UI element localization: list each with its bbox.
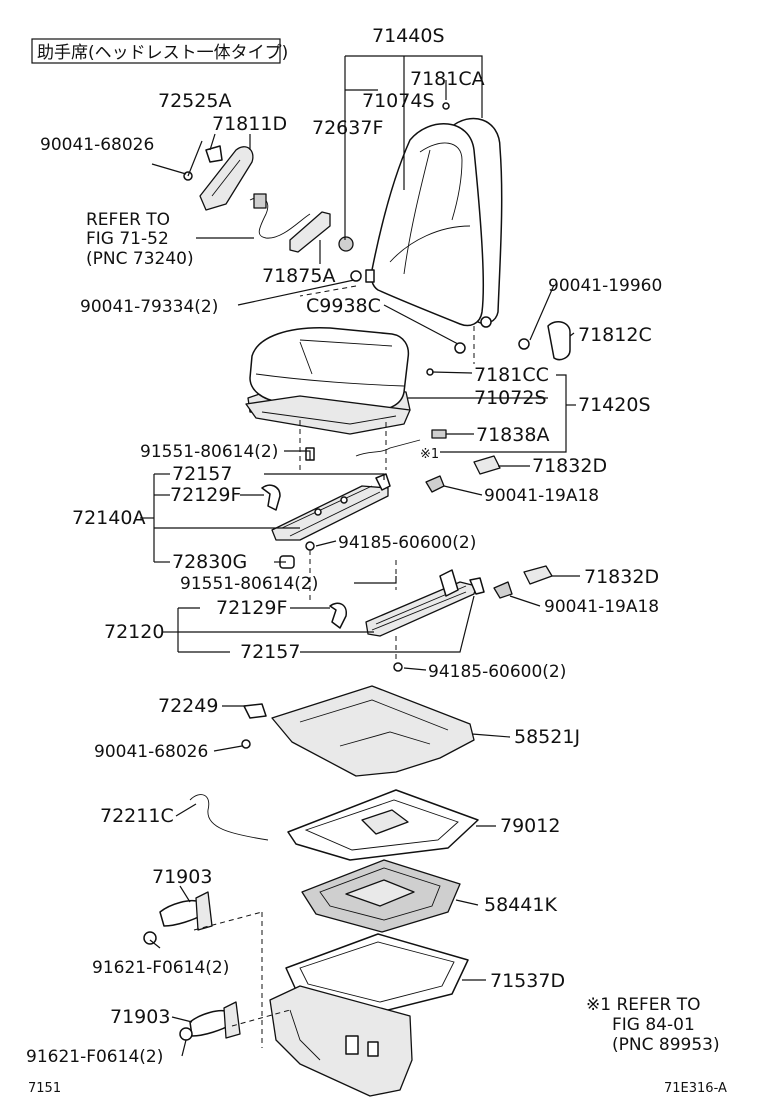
lever-71903-upper (143, 891, 213, 945)
footer-right-code: 71E316-A (664, 1081, 727, 1096)
dashed-guides (193, 285, 475, 1048)
note-refer-line3: (PNC 89953) (612, 1035, 720, 1055)
label-71875A: 71875A (262, 265, 335, 287)
label-7181CC: 7181CC (474, 364, 549, 386)
label-refer-line1: REFER TO (86, 210, 170, 230)
label-71074S: 71074S (362, 90, 435, 112)
leader-lines (140, 55, 580, 1057)
misc-parts-back (338, 102, 571, 376)
label-90041-19960: 90041-19960 (548, 276, 662, 296)
note-refer-line1: ※1 REFER TO (586, 995, 701, 1015)
label-72129F-b: 72129F (216, 597, 287, 619)
label-90041-68026-top: 90041-68026 (40, 135, 154, 155)
part-labels: 71440S 7181CA 71074S 72525A 71811D 72637… (26, 25, 727, 1096)
label-91551-80614-a: 91551-80614(2) (140, 442, 278, 462)
label-71903-b: 71903 (110, 1006, 170, 1028)
label-72157-a: 72157 (172, 463, 232, 485)
label-7181CA: 7181CA (410, 68, 485, 90)
seat-track-lower (329, 565, 553, 672)
label-71811D: 71811D (212, 113, 287, 135)
label-90041-68026-b: 90041-68026 (94, 742, 208, 762)
label-71420S: 71420S (578, 394, 651, 416)
label-58521J: 58521J (514, 726, 580, 748)
label-90041-79334: 90041-79334(2) (80, 297, 218, 317)
seat-back-assembly (370, 117, 503, 328)
label-72120: 72120 (104, 621, 164, 643)
label-91551-80614-b: 91551-80614(2) (180, 574, 318, 594)
label-72525A: 72525A (158, 90, 231, 112)
label-72830G: 72830G (172, 551, 247, 573)
label-refer-line3: (PNC 73240) (86, 249, 194, 269)
label-71072S: 71072S (474, 387, 547, 409)
header-note-text: 助手席(ヘッドレスト一体タイプ) (37, 43, 288, 63)
label-71812C: 71812C (578, 324, 652, 346)
label-71832D-b: 71832D (584, 566, 659, 588)
cushion-pan-58521J (241, 685, 475, 777)
label-71838A: 71838A (476, 424, 549, 446)
base-58441K (301, 859, 461, 933)
label-72637F: 72637F (312, 117, 383, 139)
seat-track-upper (261, 473, 445, 569)
label-refer-line2: FIG 71-52 (86, 229, 169, 249)
label-58441K: 58441K (484, 894, 557, 916)
label-71440S: 71440S (372, 25, 445, 47)
label-72249: 72249 (158, 695, 218, 717)
label-94185-60600-b: 94185-60600(2) (428, 662, 566, 682)
label-79012: 79012 (500, 815, 560, 837)
label-C9938C: C9938C (306, 295, 381, 317)
lever-71903-lower (179, 1001, 241, 1041)
label-72140A: 72140A (72, 507, 145, 529)
frame-79012 (189, 789, 479, 861)
label-90041-19A18-a: 90041-19A18 (484, 486, 599, 506)
label-90041-19A18-b: 90041-19A18 (544, 597, 659, 617)
floor-body (269, 985, 413, 1097)
label-mark1: ※1 (420, 447, 439, 462)
label-72129F-a: 72129F (170, 484, 241, 506)
label-71537D: 71537D (490, 970, 565, 992)
header-note: 助手席(ヘッドレスト一体タイプ) (31, 38, 288, 64)
label-94185-60600-a: 94185-60600(2) (338, 533, 476, 553)
label-71832D-a: 71832D (532, 455, 607, 477)
note-refer-line2: FIG 84-01 (612, 1015, 695, 1035)
label-72211C: 72211C (100, 805, 174, 827)
label-91621-F0614-b: 91621-F0614(2) (26, 1047, 163, 1067)
footer-left-code: 7151 (28, 1081, 61, 1096)
label-91621-F0614-a: 91621-F0614(2) (92, 958, 229, 978)
label-71903-a: 71903 (152, 866, 212, 888)
label-72157-b: 72157 (240, 641, 300, 663)
cover-71811D (183, 145, 254, 211)
harness-refer (249, 193, 311, 239)
bracket-71875A (289, 211, 331, 253)
seat-cushion-assembly (245, 327, 411, 435)
